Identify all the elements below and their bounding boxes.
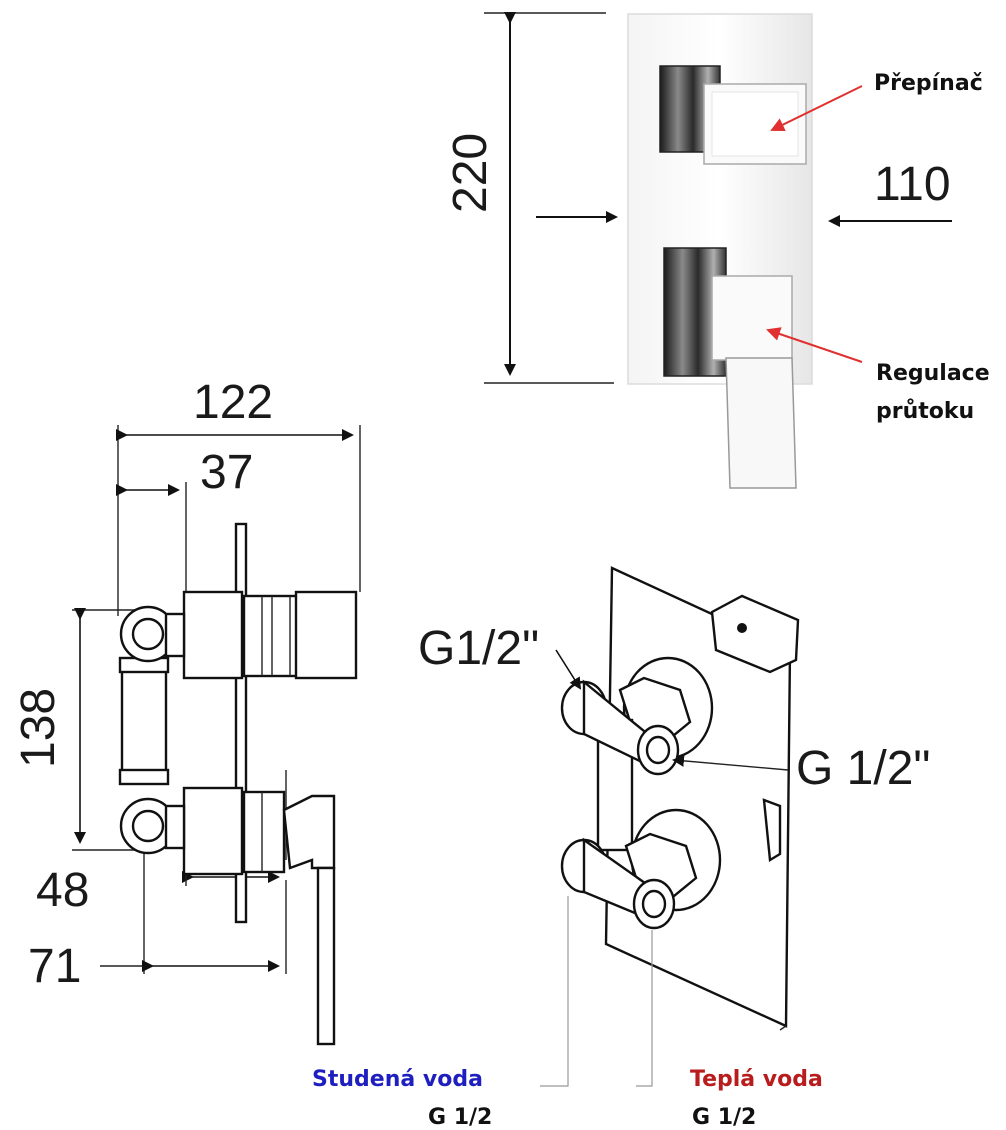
side-lower-inlet-bore	[131, 809, 165, 843]
label-diverter: Přepínač	[874, 71, 983, 96]
dim-138-text: 138	[12, 688, 65, 768]
thread-leader-right	[672, 754, 789, 771]
iso-lever-back	[762, 798, 782, 863]
label-cold-water: Studená voda	[312, 1067, 483, 1092]
leader-hot	[636, 930, 653, 1087]
side-upper-coupling	[164, 612, 186, 658]
dim-122-text: 122	[193, 376, 273, 429]
side-plate	[234, 522, 248, 924]
side-view: 122 37 138 48 71	[12, 376, 361, 1046]
dim-220-text: 220	[444, 133, 497, 213]
iso-upper-outlet-bore	[645, 735, 671, 765]
dim-71-text: 71	[28, 940, 81, 993]
iso-knob-screw	[737, 623, 747, 633]
side-lower-coupling	[164, 804, 186, 850]
label-hot-water: Teplá voda	[690, 1067, 823, 1092]
side-diverter-knob	[294, 590, 358, 680]
side-pipe-collar-bottom	[118, 768, 170, 786]
side-pipe	[120, 668, 168, 782]
side-lever-handle	[316, 866, 336, 1046]
iso-lower-outlet-bore	[641, 889, 667, 919]
label-flow-line1: Regulace	[876, 361, 990, 386]
diverter-knob	[659, 65, 807, 165]
dim-37-text: 37	[200, 446, 253, 499]
side-lower-body	[182, 786, 244, 876]
leader-cold	[540, 896, 569, 1087]
side-lower-cylinder	[242, 790, 286, 874]
flow-lever	[663, 247, 797, 489]
isometric-view: G1/2" G 1/2"	[418, 566, 930, 1087]
pointer-flow	[766, 327, 863, 363]
side-upper-body	[182, 590, 244, 680]
side-upper-inlet-bore	[131, 617, 165, 651]
label-hot-thread: G 1/2	[692, 1105, 756, 1130]
thread-leader-upper-left	[555, 649, 582, 690]
side-upper-cylinder	[242, 594, 306, 678]
thread-label-right: G 1/2"	[796, 742, 930, 795]
dim-48-text: 48	[36, 864, 89, 917]
label-flow-line2: průtoku	[876, 399, 974, 424]
iso-knob-back	[710, 594, 800, 674]
dim-110-text: 110	[874, 158, 951, 211]
thread-label-upper-left: G1/2"	[418, 622, 539, 675]
iso-plate-edge	[779, 1025, 787, 1031]
front-view: 220 110 Přepínač Regulace průtoku	[444, 12, 990, 489]
side-lever	[282, 794, 336, 870]
label-cold-thread: G 1/2	[428, 1105, 492, 1130]
pointer-diverter	[770, 85, 863, 132]
